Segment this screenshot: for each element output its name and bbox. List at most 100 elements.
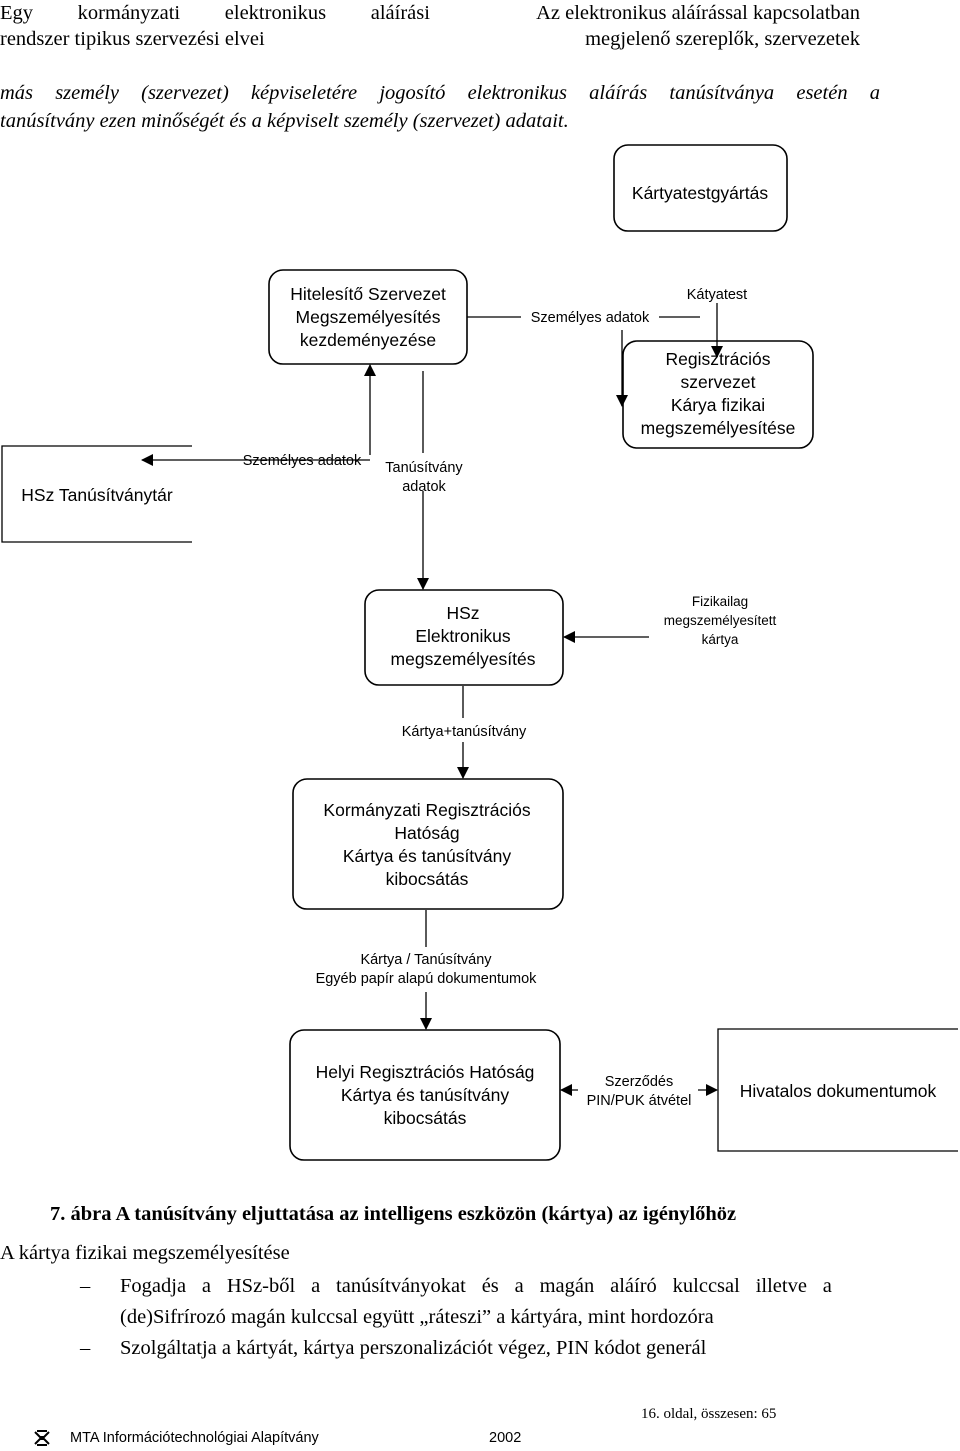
- diagram-text-line: Helyi Regisztrációs Hatóság: [316, 1062, 535, 1082]
- diagram-text-line: Elektronikus: [415, 626, 511, 646]
- diagram-text-line: szervezet: [681, 372, 756, 392]
- word: Fogadja: [120, 1275, 187, 1297]
- mta-logo-icon: [34, 1430, 50, 1446]
- diagram-text-line: Kártya és tanúsítvány: [341, 1085, 510, 1105]
- dash-bullet: –: [80, 1275, 91, 1297]
- word: illetve: [755, 1275, 807, 1297]
- word: elektronikus: [224, 2, 327, 24]
- bullet-1-line2: (de)Sifrírozó magán kulccsal együtt „rát…: [120, 1306, 714, 1328]
- node-hivatalos-store: [717, 1028, 958, 1152]
- word: tanúsítványokat: [336, 1275, 466, 1297]
- word: jogosító: [379, 82, 446, 104]
- intro-line1: más személy (szervezet) képviseletére jogosí…: [0, 79, 880, 107]
- diagram-text-line: Kormányzati Regisztrációs: [323, 800, 530, 820]
- figure-caption: 7. ábra A tanúsítvány eljuttatása az int…: [50, 1203, 737, 1225]
- diagram-text-line: Egyéb papír alapú dokumentumok: [316, 971, 538, 987]
- diagram-text-line: Kártyatestgyártás: [632, 183, 768, 203]
- diagram-text-line: Kártya / Tanúsítvány: [360, 952, 492, 968]
- list-item: – Szolgáltatja a kártyát, kártya perszon…: [80, 1333, 832, 1364]
- word: a: [514, 1275, 524, 1297]
- footer-org: MTA Információtechnológiai Alapítvány: [70, 1430, 319, 1446]
- word: HSz-ből: [226, 1275, 296, 1297]
- header-left-line2: rendszer tipikus szervezési elvei: [0, 28, 265, 50]
- header-left: Egy kormányzati elektronikus aláírási rends…: [0, 0, 430, 52]
- diagram-text-line: kibocsátás: [386, 869, 469, 889]
- node-kartyatest-text: Kártyatestgyártás: [632, 183, 768, 203]
- body-paragraph: A kártya fizikai megszemélyesítése: [0, 1242, 290, 1264]
- diagram-text-line: megszemélyesítés: [391, 649, 536, 669]
- diagram-text-line: kibocsátás: [384, 1108, 467, 1128]
- word: a: [311, 1275, 321, 1297]
- diagram-text-line: HSz Tanúsítványtár: [21, 485, 173, 505]
- word: és: [481, 1275, 499, 1297]
- word: aláíró: [610, 1275, 657, 1297]
- diagram-text-line: Fizikailag: [692, 594, 748, 609]
- word: aláírás: [589, 82, 648, 104]
- header-right: Az elektronikus aláírással kapcsolatban …: [536, 0, 860, 52]
- word: tanúsítványa: [669, 82, 775, 104]
- diagram-text-line: Személyes adatok: [531, 310, 650, 326]
- label-katyatest: Kátyatest: [687, 287, 747, 303]
- word: elektronikus: [467, 82, 567, 104]
- diagram-text-line: megszemélyesített: [664, 613, 777, 628]
- node-regisztracios-box: [622, 340, 814, 449]
- node-kartyatest-box: [613, 144, 788, 232]
- word: esetén: [796, 82, 848, 104]
- diagram-text-line: Hitelesítő Szervezet: [290, 284, 446, 304]
- diagram-text-line: PIN/PUK átvétel: [587, 1093, 692, 1109]
- label-kartya-tanusitvany: Kártya+tanúsítvány: [402, 724, 527, 740]
- header-right-line1: Az elektronikus aláírással kapcsolatban: [536, 2, 860, 24]
- word: (szervezet): [141, 82, 229, 104]
- label-fizikailag-kartya: Fizikailag megszemélyesített kártya: [664, 594, 777, 647]
- label-szemelyes-adatok-top: Személyes adatok: [531, 310, 650, 326]
- word: képviseletére: [250, 82, 358, 104]
- word: a: [822, 1275, 832, 1297]
- diagram-text-line: Kártya+tanúsítvány: [402, 724, 527, 740]
- header-left-line1: Egy kormányzati elektronikus aláírási: [0, 0, 430, 26]
- node-tanusitvanytar-text: HSz Tanúsítványtár: [21, 485, 173, 505]
- word: aláírási: [370, 2, 430, 24]
- diagram-text-line: Kártya és tanúsítvány: [343, 846, 512, 866]
- footer-year: 2002: [489, 1430, 522, 1446]
- word: kormányzati: [77, 2, 181, 24]
- dash-bullet: –: [80, 1337, 91, 1359]
- page-info: 16. oldal, összesen: 65: [641, 1406, 777, 1422]
- diagram-text-line: Megszemélyesítés: [296, 307, 441, 327]
- diagram-text-line: Hatóság: [394, 823, 459, 843]
- diagram-text-line: megszemélyesítése: [641, 418, 796, 438]
- diagram-text-line: HSz: [446, 603, 479, 623]
- diagram-text-line: kártya: [702, 632, 739, 647]
- word: a: [869, 82, 880, 104]
- bullet-2-line1: Szolgáltatja a kártyát, kártya perszonal…: [120, 1337, 707, 1359]
- diagram-text-line: Regisztrációs: [665, 349, 770, 369]
- diagram-text-line: Személyes adatok: [243, 453, 362, 469]
- label-szemelyes-adatok-left: Személyes adatok: [243, 453, 362, 469]
- diagram-text-line: Hivatalos dokumentumok: [740, 1081, 937, 1101]
- process-diagram: Kártyatestgyártás Hitelesítő SzervezetMe…: [1, 144, 958, 1161]
- diagram-text-line: kezdeményezése: [300, 330, 436, 350]
- intro-paragraph: más személy (szervezet) képviseletére jogosí…: [0, 79, 880, 135]
- word: más: [0, 82, 34, 104]
- word: a: [201, 1275, 212, 1297]
- node-kormanyzati-box: [292, 778, 564, 910]
- word: kulccsal: [672, 1275, 740, 1297]
- node-hivatalos-text: Hivatalos dokumentumok: [740, 1081, 937, 1101]
- word: személy: [55, 82, 119, 104]
- diagram-text-line: Szerződés: [605, 1074, 674, 1090]
- node-tanusitvanytar-store: [1, 445, 192, 543]
- diagram-text-line: adatok: [402, 479, 446, 495]
- word: Egy: [0, 2, 34, 24]
- diagram-text-line: Kárya fizikai: [671, 395, 765, 415]
- intro-line2: tanúsítvány ezen minőségét és a képvisel…: [0, 110, 569, 132]
